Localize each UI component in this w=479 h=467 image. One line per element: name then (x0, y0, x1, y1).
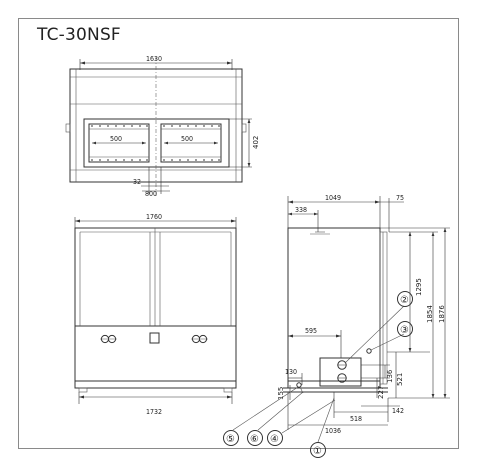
model-title: TC-30NSF (37, 25, 121, 45)
callout-1: ① (313, 446, 322, 457)
dim-155: 155 (277, 387, 285, 400)
dim-1876: 1876 (438, 305, 446, 323)
callouts: ② ③ ⑤ ⑥ ④ ① (223, 291, 413, 458)
callout-5: ⑤ (226, 434, 235, 445)
dim-500-left: 500 (110, 135, 122, 143)
dim-1295: 1295 (415, 278, 423, 296)
dim-32: 32 (133, 178, 141, 186)
dim-1630: 1630 (146, 55, 162, 63)
dim-1732: 1732 (146, 408, 162, 416)
dim-402: 402 (252, 136, 260, 149)
callout-3: ③ (400, 325, 409, 336)
callout-4: ④ (270, 434, 279, 445)
dim-75: 75 (396, 194, 404, 202)
callout-6: ⑥ (250, 434, 259, 445)
dim-136: 136 (386, 369, 394, 383)
callout-2: ② (400, 295, 409, 306)
dim-142: 142 (392, 407, 404, 415)
dim-1854: 1854 (426, 305, 434, 323)
dim-518: 518 (350, 415, 362, 423)
dim-227: 227 (377, 386, 385, 399)
dim-1049: 1049 (325, 194, 341, 202)
dim-800: 800 (145, 190, 157, 198)
side-view: 1049 75 338 595 (232, 194, 450, 443)
dim-500-right: 500 (181, 135, 193, 143)
drawing-frame (18, 18, 459, 449)
dim-338: 338 (295, 206, 307, 214)
dim-1760: 1760 (146, 213, 162, 221)
top-view: 1630 500 500 (65, 55, 260, 198)
dim-595: 595 (305, 327, 317, 335)
dim-130: 130 (285, 368, 297, 376)
dim-521: 521 (396, 373, 404, 386)
front-view: 1760 1732 (74, 213, 237, 416)
dim-1036: 1036 (325, 427, 341, 435)
